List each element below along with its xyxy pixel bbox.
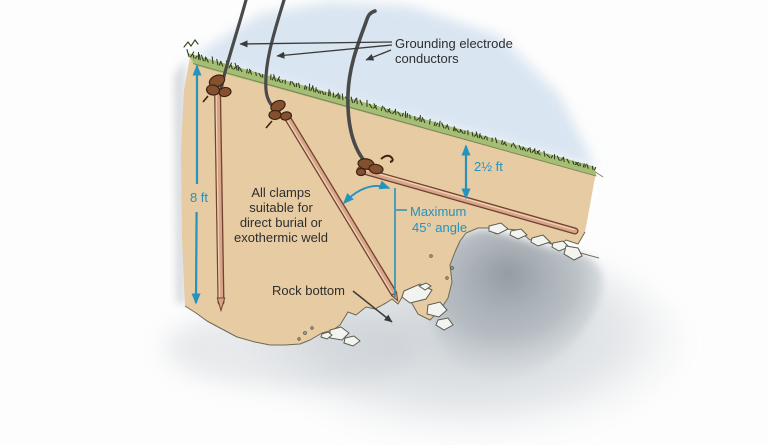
angle-arc xyxy=(342,180,391,205)
annotations-blue: 8 ft 2½ ft Maximum 45° angle xyxy=(190,64,503,305)
ground-rod-vertical xyxy=(214,84,226,313)
depth-8ft-arrow-bottom xyxy=(191,211,201,305)
clamp-note-line4: exothermic weld xyxy=(234,230,328,245)
clamp-note-line3: direct burial or xyxy=(240,215,323,230)
angle-label-line2: 45° angle xyxy=(412,220,467,235)
clamp-1 xyxy=(202,74,232,103)
conductor-3 xyxy=(346,9,377,165)
grass-tufts xyxy=(186,49,597,171)
clamp-3 xyxy=(355,154,394,177)
rock-bottom-label: Rock bottom xyxy=(272,283,345,298)
ground-rod-angled xyxy=(283,113,399,302)
conductor-arrow-3 xyxy=(365,49,392,61)
angle-label-line1: Maximum xyxy=(410,204,466,219)
clamp-note-line2: suitable for xyxy=(249,200,313,215)
conductor-arrow-2 xyxy=(276,44,393,59)
conductor-arrow-1 xyxy=(239,40,393,48)
grass xyxy=(183,39,597,177)
clamp-note-line1: All clamps xyxy=(251,185,311,200)
surface-line-tail xyxy=(593,170,604,178)
conductor-label-line1: Grounding electrode xyxy=(395,36,513,51)
grass-tuft-start xyxy=(183,39,199,48)
annotations-dark: Grounding electrode conductors All clamp… xyxy=(234,36,513,323)
rock-bottom-arrow xyxy=(352,290,393,323)
clamp-2 xyxy=(265,99,293,129)
conductor-label-line2: conductors xyxy=(395,51,459,66)
trench-depth-label: 2½ ft xyxy=(474,159,503,174)
rock-mass xyxy=(429,229,604,379)
stones xyxy=(297,222,583,347)
grass-bottom-line xyxy=(192,63,597,177)
rod-depth-label: 8 ft xyxy=(190,190,208,205)
